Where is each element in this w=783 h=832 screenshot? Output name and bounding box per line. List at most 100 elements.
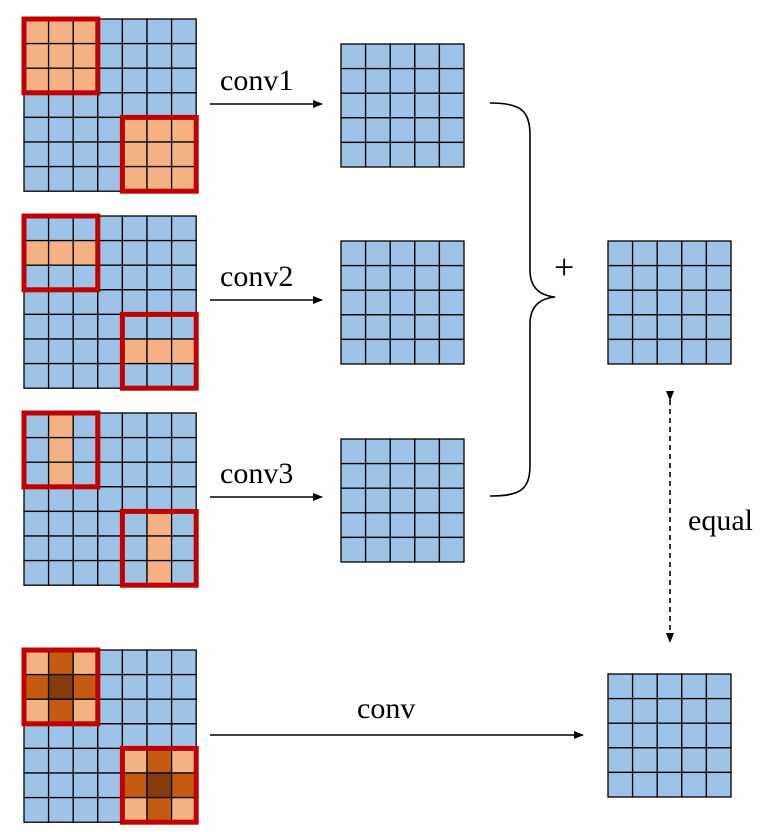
grid-cell: [170, 42, 197, 69]
grid-cell: [72, 486, 99, 513]
grid-cell: [607, 673, 634, 700]
grid-cell: [170, 116, 197, 143]
output-grid-sum: [607, 240, 732, 365]
input-grid-conv: [21, 647, 199, 825]
grid-cell: [364, 487, 391, 514]
grid-cell: [170, 141, 197, 168]
input-grid-conv3: [21, 410, 199, 588]
grid-cell: [631, 722, 658, 749]
grid-cell: [631, 771, 658, 798]
grid-cell: [340, 92, 367, 119]
grid-cell: [47, 747, 74, 774]
grid-cell: [121, 723, 148, 750]
grid-cell: [97, 698, 124, 725]
grid-cell: [656, 722, 683, 749]
grid-cell: [438, 264, 465, 291]
grid-cell: [23, 116, 50, 143]
grid-cell: [72, 338, 99, 365]
grid-cell: [705, 747, 732, 774]
grid-cell: [47, 141, 74, 168]
grid-cell: [340, 438, 367, 465]
grid-cell: [389, 462, 416, 489]
grid-cell: [146, 510, 173, 537]
grid-cell: [97, 313, 124, 340]
grid-cell: [121, 362, 148, 389]
grid-cell: [170, 239, 197, 266]
grid-cell: [97, 264, 124, 291]
grid-cell: [23, 747, 50, 774]
grid-cell: [364, 289, 391, 316]
grid-cell: [656, 289, 683, 316]
grid-cell: [364, 240, 391, 267]
grid-cell: [47, 673, 74, 700]
grid-cell: [146, 141, 173, 168]
grid-cell: [389, 67, 416, 94]
grid-cell: [340, 67, 367, 94]
grid-cell: [364, 43, 391, 70]
kernel-window: [21, 647, 101, 727]
grid-cell: [72, 116, 99, 143]
grid-cell: [23, 362, 50, 389]
grid-cell: [146, 116, 173, 143]
grid-cell: [705, 771, 732, 798]
grid-cell: [389, 512, 416, 539]
grid-cell: [414, 462, 441, 489]
grid-cell: [72, 535, 99, 562]
grid-cell: [681, 289, 708, 316]
grid-cell: [438, 67, 465, 94]
grid-cell: [23, 673, 50, 700]
grid-cell: [170, 264, 197, 291]
grid-cell: [607, 722, 634, 749]
grid-cell: [681, 314, 708, 341]
grid-cell: [438, 512, 465, 539]
grid-cell: [414, 314, 441, 341]
grid-cell: [121, 796, 148, 823]
grid-cell: [631, 264, 658, 291]
grid-cell: [364, 314, 391, 341]
grid-cell: [340, 462, 367, 489]
grid-cell: [47, 486, 74, 513]
grid-cell: [121, 510, 148, 537]
grid-cell: [340, 314, 367, 341]
grid-cell: [72, 264, 99, 291]
grid-cell: [170, 673, 197, 700]
grid-cell: [170, 510, 197, 537]
grid-cell: [97, 67, 124, 94]
kernel-window: [119, 508, 199, 588]
grid-cell: [414, 487, 441, 514]
grid-cell: [340, 338, 367, 365]
grid-cell: [72, 649, 99, 676]
grid-cell: [72, 673, 99, 700]
grid-cell: [121, 486, 148, 513]
grid-cell: [631, 673, 658, 700]
grid-cell: [72, 796, 99, 823]
grid-cell: [97, 796, 124, 823]
grid-cell: [72, 67, 99, 94]
grid-cell: [47, 649, 74, 676]
grid-cell: [72, 723, 99, 750]
grid-cell: [607, 289, 634, 316]
grid-cell: [23, 18, 50, 45]
grid-cell: [681, 771, 708, 798]
grid-cell: [121, 772, 148, 799]
grid-cell: [146, 313, 173, 340]
grid-cell: [656, 264, 683, 291]
grid-cell: [170, 723, 197, 750]
grid-cell: [23, 772, 50, 799]
grid-cell: [47, 796, 74, 823]
grid-cell: [438, 438, 465, 465]
grid-cell: [656, 771, 683, 798]
grid-cell: [340, 240, 367, 267]
grid-cell: [438, 338, 465, 365]
grid-cell: [170, 461, 197, 488]
grid-cell: [170, 486, 197, 513]
grid-cell: [414, 67, 441, 94]
grid-cell: [47, 264, 74, 291]
kernel-window: [119, 114, 199, 194]
grid-cell: [389, 264, 416, 291]
grid-cell: [121, 116, 148, 143]
grid-cell: [170, 559, 197, 586]
grid-cell: [681, 747, 708, 774]
kernel-window: [21, 16, 101, 96]
grid-cell: [97, 535, 124, 562]
